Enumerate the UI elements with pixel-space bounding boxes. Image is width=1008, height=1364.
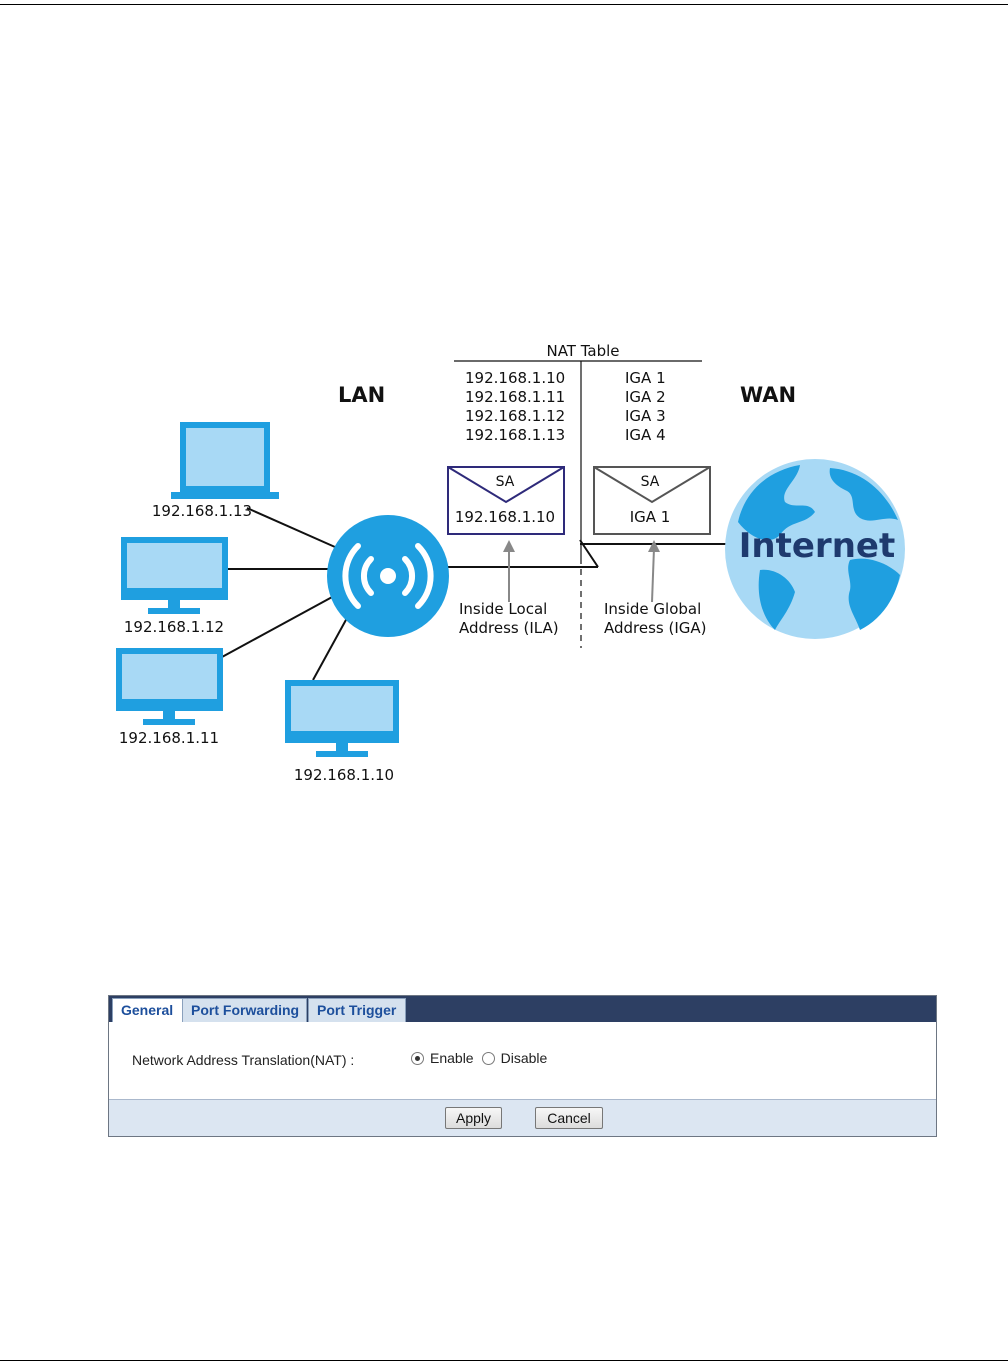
button-bar: Apply Cancel: [109, 1099, 936, 1136]
internet-label: Internet: [739, 526, 895, 566]
tab-bar: General Port Forwarding Port Trigger: [109, 996, 936, 1022]
iga-caption-line2: Address (IGA): [604, 619, 707, 637]
tab-general[interactable]: General: [112, 998, 183, 1022]
lan-packet-header: SA: [496, 474, 515, 490]
nat-diagram: NAT Table 192.168.1.10 192.168.1.11 192.…: [116, 342, 905, 784]
monitor-icon: [121, 537, 228, 614]
nat-row-1-iga: IGA 1: [625, 369, 666, 387]
nat-row-3-ila: 192.168.1.12: [465, 407, 565, 425]
nat-table-title: NAT Table: [546, 342, 619, 360]
nat-row-3-iga: IGA 3: [625, 407, 666, 425]
nat-row-4-iga: IGA 4: [625, 426, 666, 444]
host-label-13: 192.168.1.13: [152, 502, 252, 520]
router-icon: [327, 515, 449, 637]
host-label-10: 192.168.1.10: [294, 766, 394, 784]
disable-radio-label[interactable]: Disable: [500, 1050, 548, 1066]
lan-packet-address: 192.168.1.10: [455, 508, 555, 526]
tab-port-forwarding[interactable]: Port Forwarding: [182, 998, 307, 1022]
cancel-button[interactable]: Cancel: [535, 1107, 603, 1129]
globe-icon: [725, 459, 905, 639]
wan-packet-header: SA: [641, 474, 660, 490]
tab-port-trigger[interactable]: Port Trigger: [308, 998, 406, 1022]
nat-row-2-ila: 192.168.1.11: [465, 388, 565, 406]
lan-packet-icon: [447, 466, 565, 535]
ila-caption-line1: Inside Local: [459, 600, 547, 618]
monitor-icon: [116, 648, 223, 725]
nat-row-1-ila: 192.168.1.10: [465, 369, 565, 387]
host-label-12: 192.168.1.12: [124, 618, 224, 636]
lan-label: LAN: [338, 383, 385, 407]
page-top-rule: [0, 4, 1008, 5]
apply-button[interactable]: Apply: [445, 1107, 502, 1129]
page-bottom-rule: [0, 1360, 1008, 1361]
nat-radio-group: Enable Disable: [411, 1050, 555, 1066]
nat-field-label: Network Address Translation(NAT) :: [132, 1052, 355, 1068]
nat-row-2-iga: IGA 2: [625, 388, 666, 406]
iga-caption-line1: Inside Global: [604, 600, 701, 618]
wan-packet-icon: [593, 466, 711, 535]
wan-packet-address: IGA 1: [630, 508, 671, 526]
monitor-icon: [285, 680, 399, 757]
nat-row-4-ila: 192.168.1.13: [465, 426, 565, 444]
wan-label: WAN: [740, 383, 796, 407]
host-label-11: 192.168.1.11: [119, 729, 219, 747]
ila-caption-line2: Address (ILA): [459, 619, 559, 637]
nat-settings-panel: General Port Forwarding Port Trigger Net…: [108, 995, 937, 1137]
nat-table: NAT Table 192.168.1.10 192.168.1.11 192.…: [454, 342, 702, 648]
enable-radio[interactable]: [411, 1051, 424, 1065]
enable-radio-label[interactable]: Enable: [430, 1050, 474, 1066]
laptop-icon: [171, 422, 279, 499]
disable-radio[interactable]: [481, 1051, 495, 1065]
iga-arrow: [648, 540, 660, 603]
ila-arrow: [503, 540, 515, 602]
